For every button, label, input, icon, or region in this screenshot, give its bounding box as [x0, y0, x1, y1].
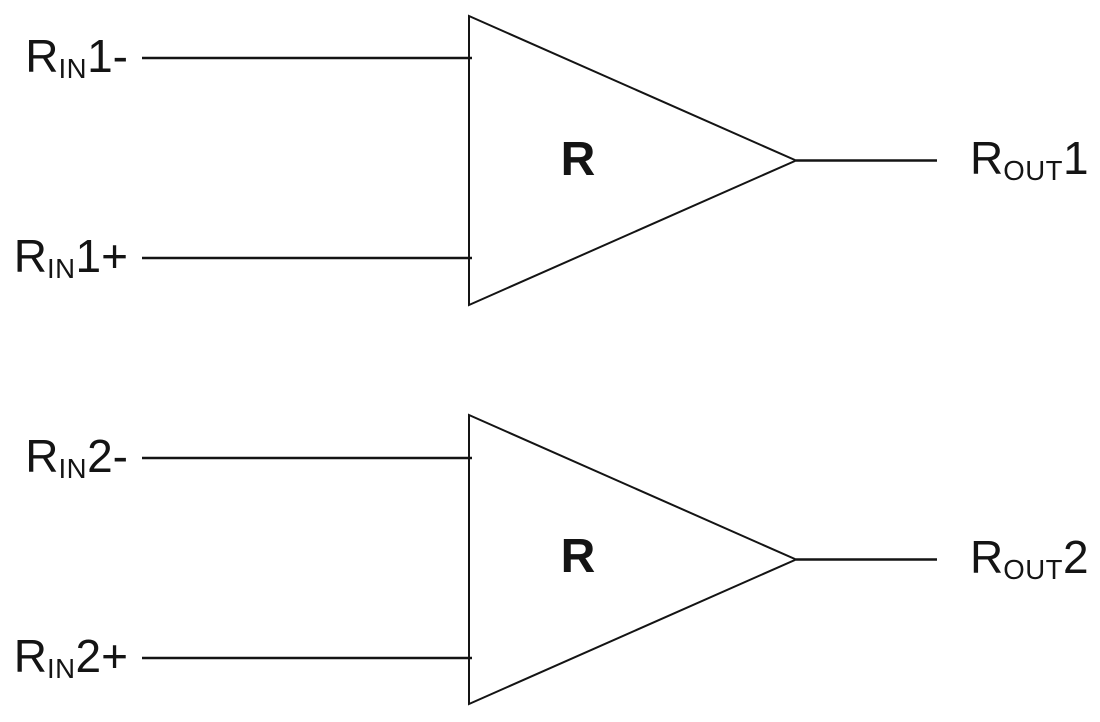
pin-label-suffix: 2+: [75, 630, 128, 683]
amp2-output-label: ROUT2: [970, 534, 1089, 584]
amp1-triangle: [468, 14, 799, 307]
pin-label-subscript: IN: [46, 253, 76, 285]
amp2-input-pos-label: RIN2+: [10, 633, 128, 683]
pin-label-suffix: 1-: [87, 30, 128, 83]
pin-label-subscript: IN: [58, 53, 88, 85]
amp2-triangle: [468, 413, 799, 706]
pin-label-subscript: OUT: [1003, 155, 1063, 187]
amp1-gain-label: R: [560, 133, 596, 186]
pin-label-main: R: [25, 430, 59, 483]
pin-label-suffix: 2: [1062, 531, 1089, 584]
pin-label-suffix: 2-: [87, 430, 128, 483]
amp1-output-label: ROUT1: [970, 135, 1089, 185]
pin-label-main: R: [13, 230, 47, 283]
pin-label-main: R: [970, 132, 1004, 185]
pin-label-main: R: [970, 531, 1004, 584]
pin-label-suffix: 1+: [75, 230, 128, 283]
pin-label-subscript: OUT: [1003, 554, 1063, 586]
pin-label-main: R: [13, 630, 47, 683]
amp2-gain-label: R: [560, 530, 596, 583]
amp1-input-pos-label: RIN1+: [10, 233, 128, 283]
pin-label-subscript: IN: [58, 453, 88, 485]
pin-label-suffix: 1: [1062, 132, 1089, 185]
pin-label-main: R: [25, 30, 59, 83]
amp2-input-neg-label: RIN2-: [10, 433, 128, 483]
amp1-input-neg-label: RIN1-: [10, 33, 128, 83]
pin-label-subscript: IN: [46, 653, 76, 685]
